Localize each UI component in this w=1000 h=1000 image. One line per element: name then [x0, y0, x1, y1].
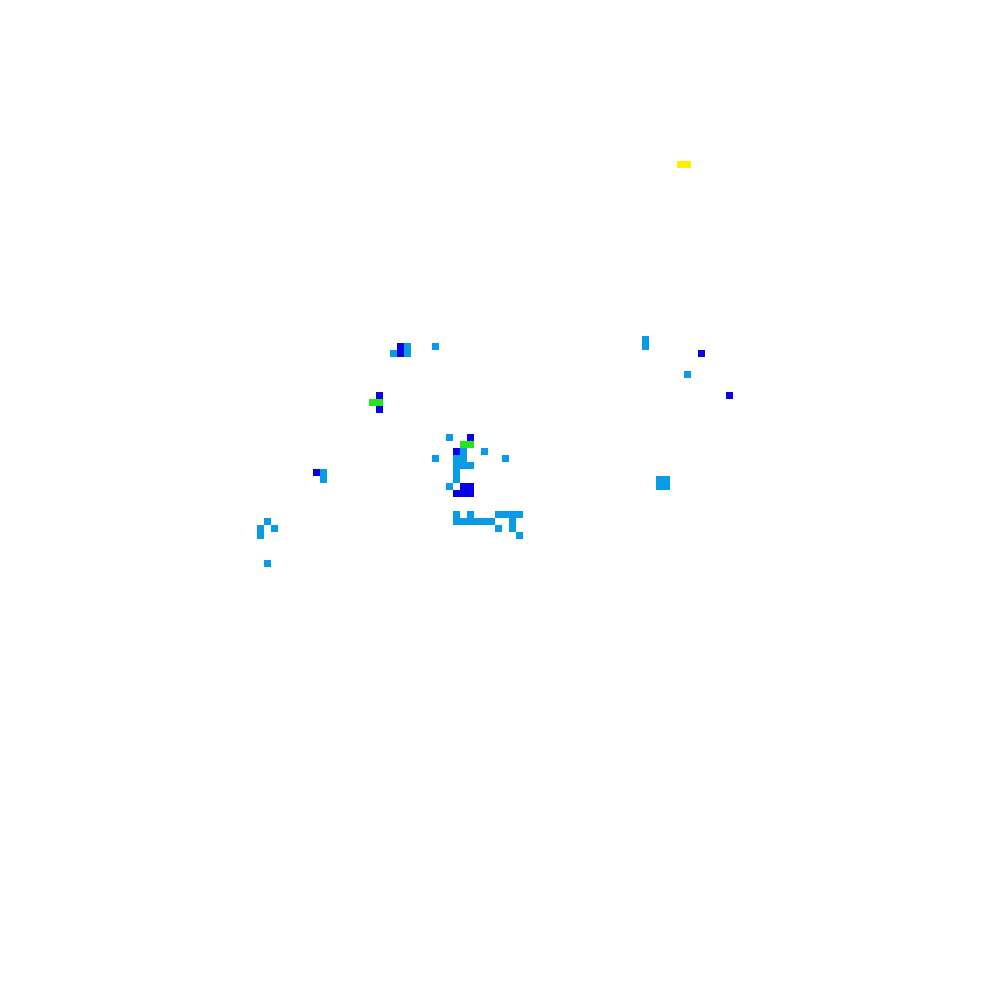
green-cell — [369, 399, 376, 406]
green-cell — [376, 399, 383, 406]
light-blue-cell — [516, 511, 523, 518]
light-blue-cell — [481, 448, 488, 455]
light-blue-cell — [404, 343, 411, 350]
light-blue-cell — [495, 525, 502, 532]
light-blue-cell — [663, 476, 670, 483]
light-blue-cell — [460, 462, 467, 469]
light-blue-cell — [460, 518, 467, 525]
light-blue-cell — [264, 518, 271, 525]
light-blue-cell — [460, 448, 467, 455]
blue-cell — [376, 392, 383, 399]
light-blue-cell — [390, 350, 397, 357]
light-blue-cell — [453, 518, 460, 525]
blue-cell — [397, 343, 404, 350]
light-blue-cell — [684, 371, 691, 378]
light-blue-cell — [453, 455, 460, 462]
light-blue-cell — [453, 462, 460, 469]
blue-cell — [313, 469, 320, 476]
light-blue-cell — [509, 525, 516, 532]
light-blue-cell — [432, 343, 439, 350]
light-blue-cell — [642, 343, 649, 350]
light-blue-cell — [467, 511, 474, 518]
light-blue-cell — [516, 532, 523, 539]
blue-cell — [376, 406, 383, 413]
light-blue-cell — [271, 525, 278, 532]
light-blue-cell — [481, 518, 488, 525]
green-cell — [460, 441, 467, 448]
light-blue-cell — [432, 455, 439, 462]
light-blue-cell — [404, 350, 411, 357]
light-blue-cell — [656, 476, 663, 483]
light-blue-cell — [474, 518, 481, 525]
blue-cell — [726, 392, 733, 399]
light-blue-cell — [467, 518, 474, 525]
light-blue-cell — [257, 532, 264, 539]
light-blue-cell — [320, 476, 327, 483]
blue-cell — [467, 483, 474, 490]
light-blue-cell — [264, 560, 271, 567]
light-blue-cell — [502, 455, 509, 462]
blue-cell — [698, 350, 705, 357]
blue-cell — [460, 490, 467, 497]
light-blue-cell — [446, 434, 453, 441]
blue-cell — [467, 490, 474, 497]
light-blue-cell — [509, 511, 516, 518]
light-blue-cell — [453, 511, 460, 518]
yellow-cell — [684, 161, 691, 168]
blue-cell — [453, 448, 460, 455]
blue-cell — [397, 350, 404, 357]
light-blue-cell — [446, 483, 453, 490]
light-blue-cell — [663, 483, 670, 490]
light-blue-cell — [467, 462, 474, 469]
blue-cell — [453, 490, 460, 497]
light-blue-cell — [509, 518, 516, 525]
yellow-cell — [677, 161, 684, 168]
light-blue-cell — [453, 469, 460, 476]
light-blue-cell — [656, 483, 663, 490]
light-blue-cell — [502, 511, 509, 518]
light-blue-cell — [642, 336, 649, 343]
light-blue-cell — [257, 525, 264, 532]
light-blue-cell — [320, 469, 327, 476]
blue-cell — [460, 483, 467, 490]
cells-layer — [257, 161, 733, 567]
light-blue-cell — [488, 518, 495, 525]
blue-cell — [467, 434, 474, 441]
light-blue-cell — [495, 511, 502, 518]
light-blue-cell — [453, 476, 460, 483]
light-blue-cell — [460, 455, 467, 462]
green-cell — [467, 441, 474, 448]
